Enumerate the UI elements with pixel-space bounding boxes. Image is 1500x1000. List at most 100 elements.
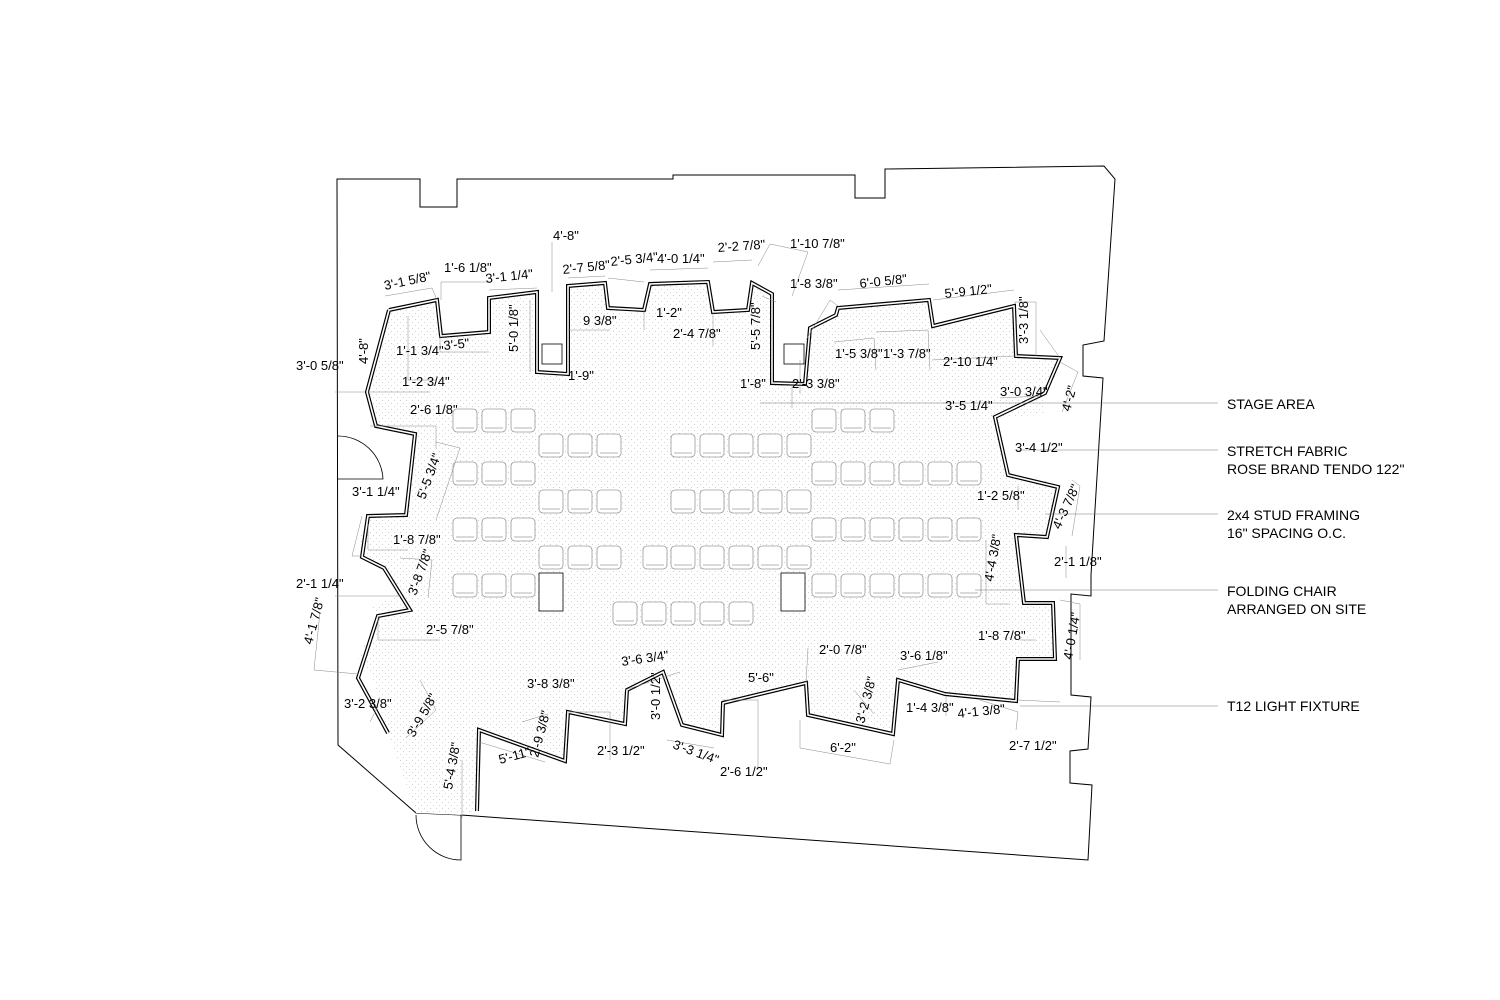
folding-chair (699, 601, 725, 626)
callout-line: ROSE BRAND TENDO 122" (1227, 461, 1405, 477)
dimension-label: 1'-6 1/8" (444, 260, 492, 275)
dimension-label: 1'-2" (656, 305, 682, 320)
folding-chair (840, 573, 866, 598)
dimension-label: 5'-0 1/8" (506, 304, 521, 352)
dimension-label: 5'-5 7/8" (748, 302, 763, 350)
folding-chair (840, 517, 866, 542)
dimension-label: 1'-8 7/8" (393, 532, 441, 547)
folding-chair (612, 601, 638, 626)
callout-line: 2x4 STUD FRAMING (1227, 507, 1361, 523)
room-outline (336, 165, 1116, 861)
folding-chair (567, 545, 593, 570)
folding-chair (898, 461, 924, 486)
dimension-label: 2'-5 7/8" (426, 622, 474, 637)
folding-chair (699, 489, 725, 514)
folding-chair (728, 545, 754, 570)
callout-line: FOLDING CHAIR (1227, 583, 1337, 599)
folding-chair (641, 601, 667, 626)
folding-chair (811, 573, 837, 598)
dimension-label: 2'-3 1/2" (597, 743, 645, 758)
callout-line: STRETCH FABRIC (1227, 443, 1348, 459)
dimension-label: 3'-6 3/4" (620, 647, 670, 669)
dimension-label: 3'-5 1/4" (945, 398, 993, 413)
dimension-label: 3'-4 1/2" (1015, 440, 1063, 455)
dimension-label: 2'-1 1/4" (296, 576, 344, 591)
folding-chair (927, 573, 953, 598)
folding-chair (481, 408, 507, 433)
dimension-label: 3'-3 1/4" (671, 737, 721, 767)
folding-chair (670, 545, 696, 570)
folding-chair (728, 433, 754, 458)
callout-folding-chair: FOLDING CHAIR ARRANGED ON SITE (1227, 582, 1366, 618)
dimension-label: 1'-8" (740, 376, 766, 391)
folding-chair (811, 461, 837, 486)
folding-chair (452, 408, 478, 433)
folding-chair (481, 517, 507, 542)
dimension-label: 3'-8 3/8" (527, 676, 575, 691)
folding-chair (956, 517, 982, 542)
folding-chair (898, 517, 924, 542)
folding-chair (452, 517, 478, 542)
dimension-label: 3'-0 5/8" (296, 358, 344, 373)
dimension-label: 1'-3 7/8" (883, 346, 931, 361)
folding-chair (510, 408, 536, 433)
folding-chair (898, 573, 924, 598)
leader-lines (760, 402, 1218, 707)
doors (337, 435, 462, 861)
folding-chair (538, 489, 564, 514)
dimension-label: 3'-0 1/2" (648, 672, 663, 720)
t12-light-fixtures (538, 572, 806, 612)
dimension-label: 1'-8 3/8" (790, 276, 838, 291)
dimension-label: 9 3/8" (583, 313, 617, 328)
dimension-label: 2'-3 3/8" (792, 376, 840, 391)
dimension-label: 1'-10 7/8" (790, 236, 845, 251)
columns (541, 343, 805, 365)
folding-chair (786, 489, 812, 514)
dimension-label: 1'-2 5/8" (977, 488, 1025, 503)
dimension-label: 2'-6 1/8" (410, 402, 458, 417)
folding-chair (567, 489, 593, 514)
folding-chair (869, 461, 895, 486)
folding-chair (596, 545, 622, 570)
dimension-label: 2'-10 1/4" (943, 354, 998, 369)
dimension-label: 1'-1 3/4" (396, 343, 444, 358)
folding-chair (510, 517, 536, 542)
dimension-label: 1'-2 3/4" (402, 374, 450, 389)
folding-chair (596, 433, 622, 458)
dimension-label: 6'-0 5/8" (859, 271, 908, 291)
callout-line: T12 LIGHT FIXTURE (1227, 698, 1360, 714)
folding-chair (757, 433, 783, 458)
folding-chair (567, 433, 593, 458)
folding-chair (786, 545, 812, 570)
dimension-label: 4'-1 7/8" (300, 596, 327, 646)
folding-chair (869, 408, 895, 433)
folding-chair (538, 545, 564, 570)
dimension-label: 1'-5 3/8" (835, 346, 883, 361)
callout-line: ARRANGED ON SITE (1227, 601, 1367, 617)
callout-stretch-fabric: STRETCH FABRIC ROSE BRAND TENDO 122" (1227, 442, 1404, 478)
folding-chair (757, 545, 783, 570)
dimension-label: 2'-0 7/8" (819, 642, 867, 657)
dimension-label: 4'-2" (1058, 384, 1079, 413)
dimension-label: 2'-7 1/2" (1009, 738, 1057, 753)
callout-stud-framing: 2x4 STUD FRAMING 16" SPACING O.C. (1227, 506, 1360, 542)
folding-chair (869, 517, 895, 542)
callout-line: 16" SPACING O.C. (1227, 525, 1347, 541)
folding-chair (510, 573, 536, 598)
folding-chair (757, 489, 783, 514)
folding-chair (811, 517, 837, 542)
dimension-label: 5'-11" (497, 744, 532, 767)
folding-chair (670, 489, 696, 514)
folding-chair (510, 461, 536, 486)
folding-chair (452, 573, 478, 598)
stud-framing (355, 279, 1063, 812)
dimension-label: 3'-1 1/4" (485, 266, 534, 286)
dimension-label: 2'-4 7/8" (673, 326, 721, 341)
dimension-label: 3'-6 1/8" (900, 648, 948, 663)
folding-chair (481, 573, 507, 598)
folding-chair (670, 433, 696, 458)
dimension-label: 4'-0 1/4" (657, 251, 705, 266)
folding-chair (670, 601, 696, 626)
callout-stage-area: STAGE AREA (1227, 395, 1315, 413)
